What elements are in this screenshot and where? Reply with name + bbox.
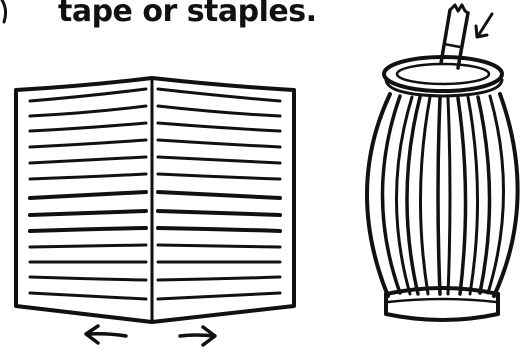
left-slits [28,87,148,301]
arrow-right-icon [178,325,217,347]
lantern-right-edge [492,92,520,298]
instruction-caption: tape or staples. [58,0,317,29]
paper-outline [14,76,296,324]
lantern-left-edge [365,92,392,298]
top-rim [382,55,504,98]
bottom-rim [384,286,500,322]
lantern-ribs [380,94,506,296]
arrow-left-icon [84,324,128,345]
paper-lantern [365,3,520,322]
pointer-arrow-icon [474,12,494,39]
right-slits [156,87,282,301]
edge-stroke [0,0,8,24]
folded-slit-paper [14,76,296,347]
